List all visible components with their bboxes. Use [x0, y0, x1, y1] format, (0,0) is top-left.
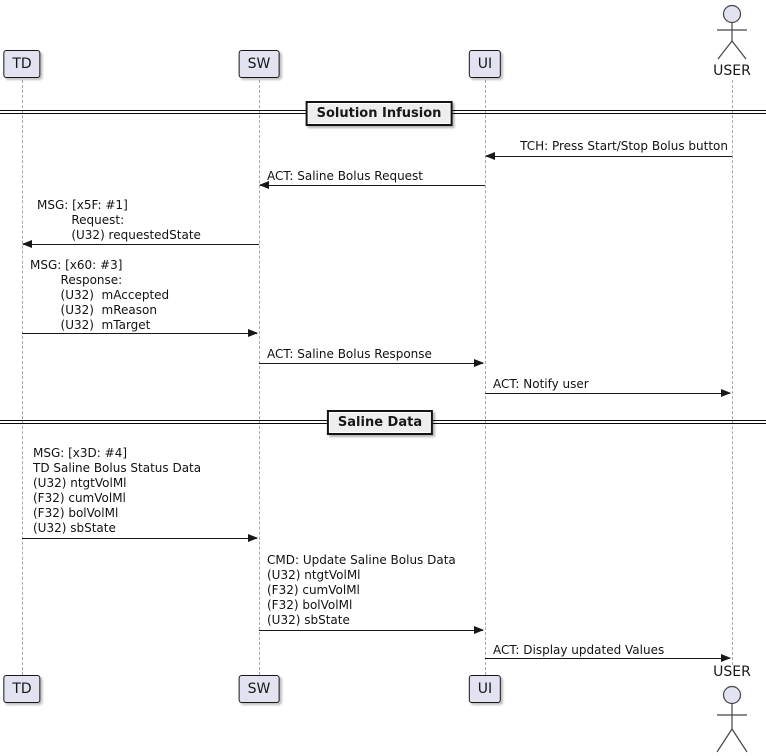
- message-label: CMD: Update Saline Bolus Data (U32) ntgt…: [267, 553, 456, 627]
- actor-label-bottom: USER: [713, 664, 751, 680]
- message-label: ACT: Saline Bolus Response: [267, 347, 432, 361]
- message-arrow: [259, 359, 484, 368]
- lifeline-ui: [485, 80, 486, 675]
- lifeline-td: [22, 80, 23, 675]
- message-label: ACT: Notify user: [493, 377, 589, 391]
- message-arrow: [259, 626, 484, 635]
- actor-figure-icon: [716, 685, 748, 753]
- message-label: MSG: [x5F: #1] Request: (U32) requestedS…: [37, 198, 201, 242]
- divider-solution-infusion: Solution Infusion: [305, 101, 453, 126]
- participant-sw-bottom: SW: [238, 675, 280, 703]
- message-label: MSG: [x60: #3] Response: (U32) mAccepted…: [30, 258, 170, 332]
- participant-sw-top: SW: [238, 50, 280, 78]
- message-arrow: [22, 534, 258, 543]
- message-arrow: [22, 329, 258, 338]
- message-label: ACT: Display updated Values: [493, 643, 665, 657]
- message-label: ACT: Saline Bolus Request: [267, 169, 424, 183]
- message-arrow: [485, 152, 732, 161]
- message-arrow: [485, 389, 731, 398]
- message-label: MSG: [x3D: #4] TD Saline Bolus Status Da…: [33, 446, 202, 535]
- lifeline-sw: [259, 80, 260, 675]
- participant-td-top: TD: [3, 50, 41, 78]
- lifeline-user: [732, 80, 733, 665]
- participant-ui-top: UI: [468, 50, 502, 78]
- message-arrow: [22, 240, 259, 249]
- actor-label-top: USER: [713, 63, 751, 79]
- message-arrow: [485, 654, 731, 663]
- divider-saline-data: Saline Data: [326, 410, 434, 435]
- message-label: TCH: Press Start/Stop Bolus button: [520, 139, 728, 153]
- participant-ui-bottom: UI: [468, 675, 502, 703]
- actor-figure-icon: [717, 4, 747, 60]
- participant-td-bottom: TD: [3, 675, 41, 703]
- message-arrow: [259, 181, 485, 190]
